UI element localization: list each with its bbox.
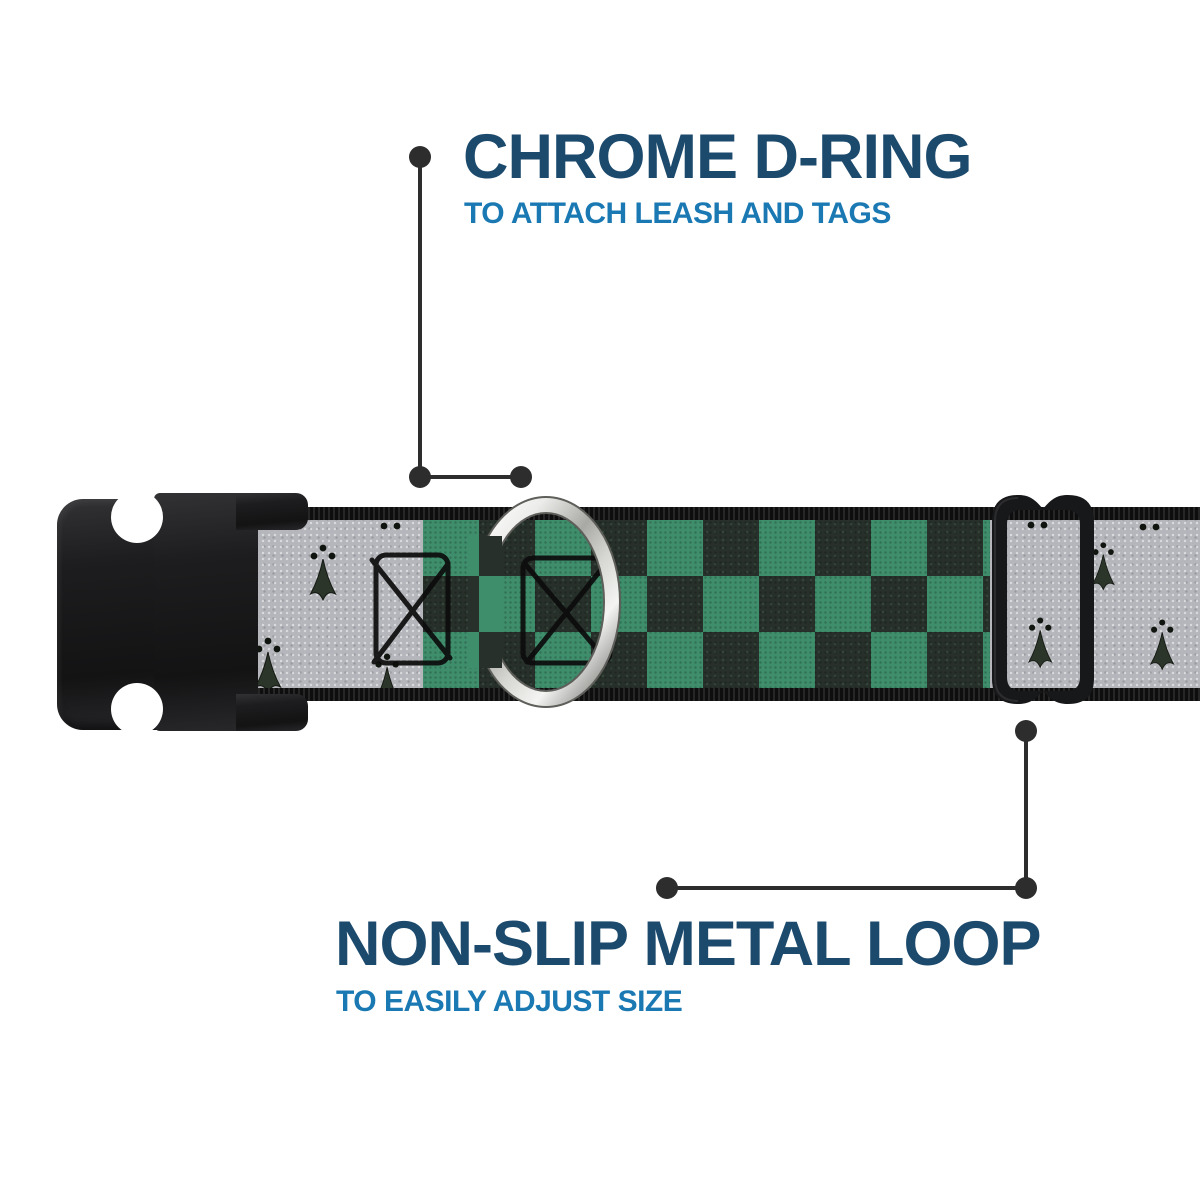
callout-line-horizontal [667,886,1026,890]
buckle-bottom-notch [111,683,163,735]
callout-line-vertical [1024,731,1028,888]
buckle-bottom-lip [236,694,308,731]
callout-dot [656,877,678,899]
green-checker-section [423,520,990,688]
webbing-fold-over-ring [468,536,502,668]
gray-ermine-section-left [248,520,423,688]
callout-dot [510,466,532,488]
collar-printed-pattern [248,520,1200,688]
callout-top-subtitle: TO ATTACH LEASH AND TAGS [464,197,891,230]
metal-adjustment-loop [992,495,1094,704]
buckle-top-lip [236,493,308,530]
callout-bottom-title: NON-SLIP METAL LOOP [335,909,1042,979]
callout-line-vertical [418,157,422,477]
callout-top-title: CHROME D-RING [463,122,972,192]
buckle-body [154,493,258,731]
callout-line-horizontal [420,475,521,479]
gray-ermine-section-right [990,520,1200,688]
callout-bottom-subtitle: TO EASILY ADJUST SIZE [336,985,683,1018]
buckle-top-notch [111,491,163,543]
callout-dot [1015,877,1037,899]
